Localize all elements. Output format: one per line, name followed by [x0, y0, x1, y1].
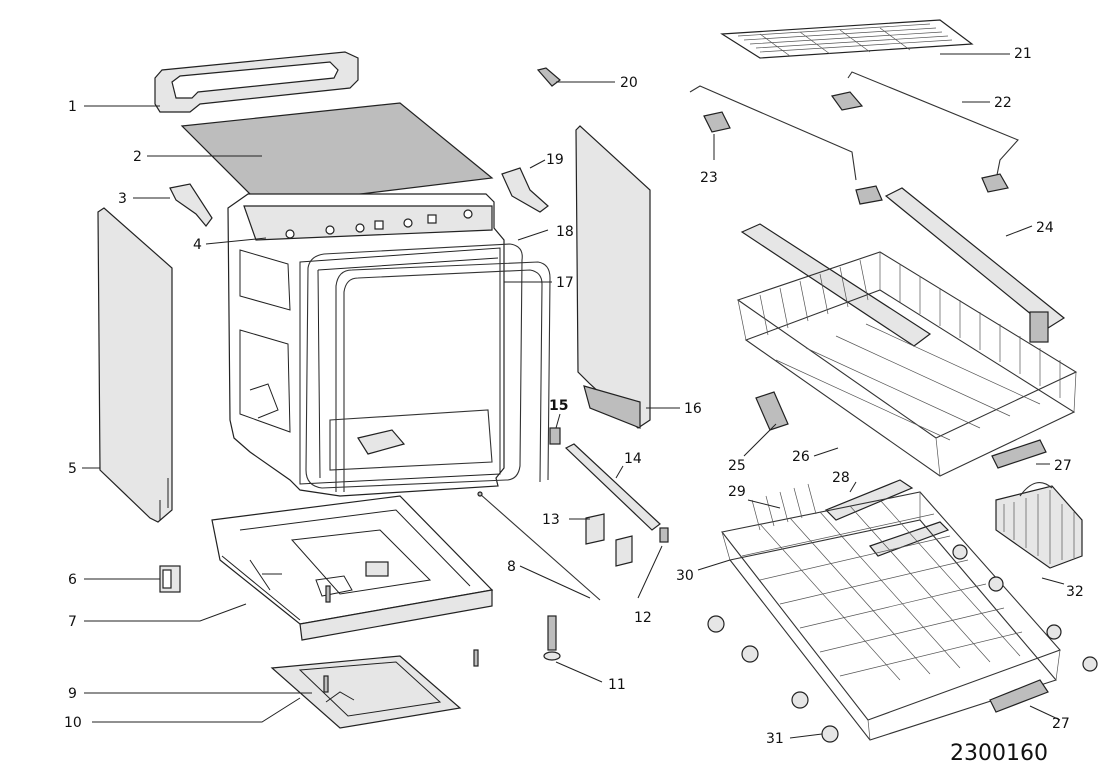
- part-rod: [477, 491, 601, 601]
- part-upper-basket: [736, 251, 1078, 477]
- callout-28: 28: [832, 470, 850, 486]
- part-door-gasket: [305, 243, 523, 489]
- part-cutlery-basket: [995, 482, 1083, 569]
- part-cup-shelf: [740, 187, 1066, 347]
- callout-12: 12: [634, 610, 652, 626]
- callout-13: 13: [542, 512, 560, 528]
- callout-27-lower: 27: [1052, 716, 1070, 732]
- control-knob-row: [285, 209, 473, 239]
- callout-26: 26: [792, 449, 810, 465]
- part-small-block: [659, 527, 669, 543]
- callout-25: 25: [728, 458, 746, 474]
- part-cutlery-tray: [720, 19, 974, 59]
- callout-7: 7: [68, 614, 77, 630]
- part-right-side-panel: [575, 125, 651, 429]
- part-hinge-plates: [585, 513, 633, 567]
- part-rail-wire: [689, 71, 1019, 181]
- callout-6: 6: [68, 572, 77, 588]
- callout-31: 31: [766, 731, 784, 747]
- part-lower-basket: [721, 483, 1061, 741]
- callout-10: 10: [64, 715, 82, 731]
- callout-24: 24: [1036, 220, 1054, 236]
- callout-22: 22: [994, 95, 1012, 111]
- part-adjustable-foot: [543, 615, 561, 661]
- part-side-bracket: [169, 183, 213, 227]
- callout-8: 8: [507, 559, 516, 575]
- part-rail-clips: [830, 91, 1009, 205]
- part-rail-stop: [703, 111, 731, 133]
- callout-1: 1: [68, 99, 77, 115]
- callout-19: 19: [546, 152, 564, 168]
- part-basket-clip: [755, 391, 789, 431]
- part-base-frame: [211, 495, 494, 641]
- diagram-code: 2300160: [950, 741, 1048, 766]
- part-inner-seal: [335, 261, 551, 492]
- callout-9: 9: [68, 686, 77, 702]
- part-valve: [159, 565, 181, 593]
- callout-labels: 1 2 3 4 5 6 7 8 9 10 11 12 13 14 15 16 1…: [64, 46, 1084, 747]
- part-wheels: [707, 544, 1098, 743]
- part-door-strip: [564, 443, 661, 531]
- callout-27-upper: 27: [1054, 458, 1072, 474]
- callout-4: 4: [193, 237, 202, 253]
- callout-11: 11: [608, 677, 626, 693]
- callout-29: 29: [728, 484, 746, 500]
- part-lower-rack-holder: [824, 479, 950, 557]
- part-tub-cabinet: [227, 193, 505, 497]
- callout-16: 16: [684, 401, 702, 417]
- part-worktop-panel: [180, 102, 494, 207]
- callout-30: 30: [676, 568, 694, 584]
- part-left-side-panel: [97, 207, 173, 523]
- callout-2: 2: [133, 149, 142, 165]
- callout-18: 18: [556, 224, 574, 240]
- part-clip: [536, 67, 561, 87]
- callout-3: 3: [118, 191, 127, 207]
- callout-20: 20: [620, 75, 638, 91]
- part-top-trim: [154, 51, 359, 113]
- callout-21: 21: [1014, 46, 1032, 62]
- part-hinge-cover: [501, 167, 549, 213]
- callout-15: 15: [549, 398, 568, 414]
- part-basket-handle-lower: [989, 679, 1049, 713]
- callout-14: 14: [624, 451, 642, 467]
- part-screws: [323, 585, 479, 693]
- callout-5: 5: [68, 461, 77, 477]
- leader-lines: [82, 53, 1065, 739]
- part-pin: [549, 427, 561, 445]
- part-basket-handle-upper: [991, 439, 1047, 469]
- callout-17: 17: [556, 275, 574, 291]
- callout-23: 23: [700, 170, 718, 186]
- part-bottom-cover: [270, 655, 462, 729]
- callout-32: 32: [1066, 584, 1084, 600]
